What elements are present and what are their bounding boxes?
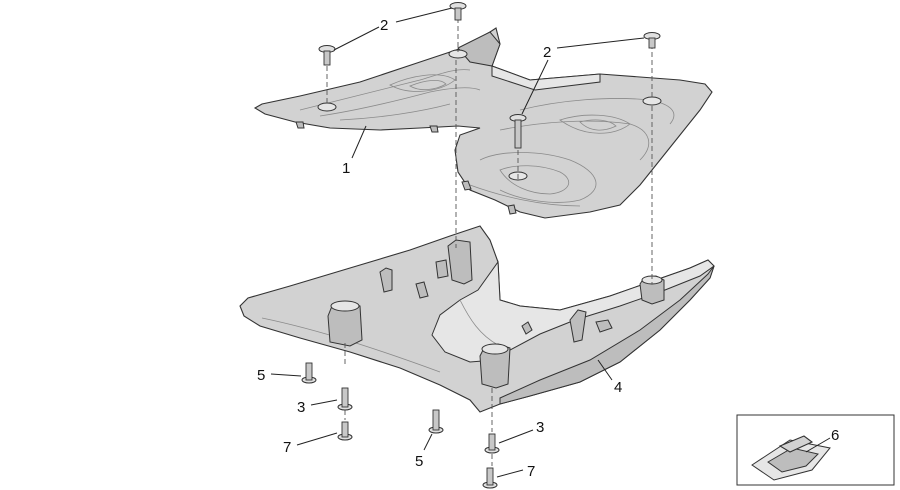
part-1-footrest-mat	[253, 27, 713, 219]
screw-2-b	[449, 2, 467, 21]
screw-2-a	[318, 45, 336, 66]
callout-4: 4	[614, 379, 622, 396]
callout-7-a: 7	[283, 439, 291, 456]
part-1-contours	[299, 69, 675, 207]
screw-7-b	[482, 467, 498, 489]
screw-3-a	[337, 387, 353, 411]
screw-5-b	[428, 409, 444, 434]
callout-3-b: 3	[536, 419, 544, 436]
callout-7-b: 7	[527, 463, 535, 480]
screw-3-b	[484, 433, 500, 454]
callout-5-b: 5	[415, 453, 423, 470]
alignment-lines	[326, 18, 653, 466]
screw-2-d	[509, 114, 527, 149]
screw-2-c	[643, 32, 661, 49]
screw-5-a	[301, 362, 317, 384]
callout-labels: 2 2 1 4 5 3 7 5 3 7 6	[257, 17, 839, 480]
leader-lines	[270, 7, 831, 478]
callout-3-a: 3	[297, 399, 305, 416]
callout-2-b: 2	[543, 44, 551, 61]
callout-6: 6	[831, 427, 839, 444]
callout-5-a: 5	[257, 367, 265, 384]
callout-2-a: 2	[380, 17, 388, 34]
screw-7-a	[337, 421, 353, 441]
inset-part-6	[736, 414, 895, 486]
part-4-lower-panel	[239, 225, 715, 413]
callout-1: 1	[342, 160, 350, 177]
